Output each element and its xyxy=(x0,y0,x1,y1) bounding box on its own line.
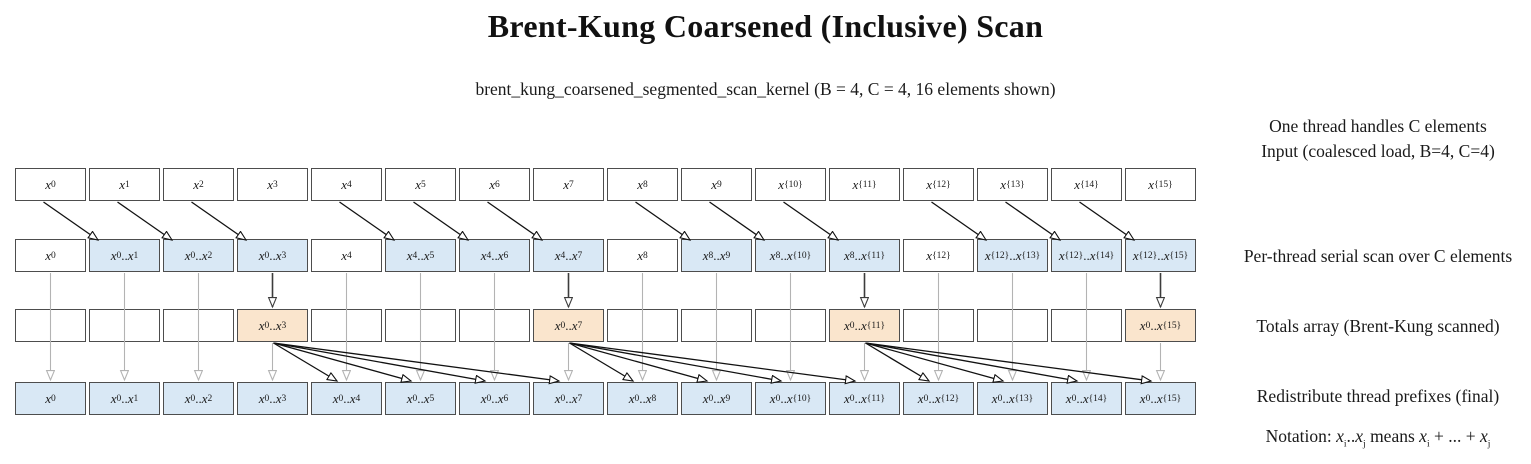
array-cell-totals-14 xyxy=(1051,309,1122,342)
diagram-title: Brent-Kung Coarsened (Inclusive) Scan xyxy=(487,8,1044,44)
array-cell-input-13: x{13} xyxy=(977,168,1048,201)
array-cell-totals-12 xyxy=(903,309,974,342)
array-cell-totals-5 xyxy=(385,309,456,342)
array-cell-input-10: x{10} xyxy=(755,168,826,201)
array-cell-input-15: x{15} xyxy=(1125,168,1196,201)
label-totals-row: Totals array (Brent-Kung scanned) xyxy=(1256,316,1500,336)
array-cell-serial-scan-14: x{12}..x{14} xyxy=(1051,239,1122,272)
array-cell-input-14: x{14} xyxy=(1051,168,1122,201)
label-notation: Notation: xi..xj means xi + ... + xj xyxy=(1265,426,1491,450)
label-final-row: Redistribute thread prefixes (final) xyxy=(1256,386,1500,406)
array-cell-serial-scan-13: x{12}..x{13} xyxy=(977,239,1048,272)
array-cell-input-12: x{12} xyxy=(903,168,974,201)
array-cell-totals-8 xyxy=(607,309,678,342)
array-cell-totals-1 xyxy=(89,309,160,342)
array-cell-totals-2 xyxy=(163,309,234,342)
array-cell-totals-10 xyxy=(755,309,826,342)
array-cell-input-11: x{11} xyxy=(829,168,900,201)
label-input-note: One thread handles C elements xyxy=(1269,116,1487,136)
array-cell-totals-0 xyxy=(15,309,86,342)
array-cell-totals-9 xyxy=(681,309,752,342)
array-cell-serial-scan-12: x{12} xyxy=(903,239,974,272)
label-input-row: Input (coalesced load, B=4, C=4) xyxy=(1261,141,1495,161)
label-serial-scan-row: Per-thread serial scan over C elements xyxy=(1243,246,1513,266)
diagram-subtitle: brent_kung_coarsened_segmented_scan_kern… xyxy=(475,79,1056,99)
array-cell-serial-scan-15: x{12}..x{15} xyxy=(1125,239,1196,272)
array-cell-totals-6 xyxy=(459,309,530,342)
array-cell-totals-13 xyxy=(977,309,1048,342)
array-cell-totals-4 xyxy=(311,309,382,342)
